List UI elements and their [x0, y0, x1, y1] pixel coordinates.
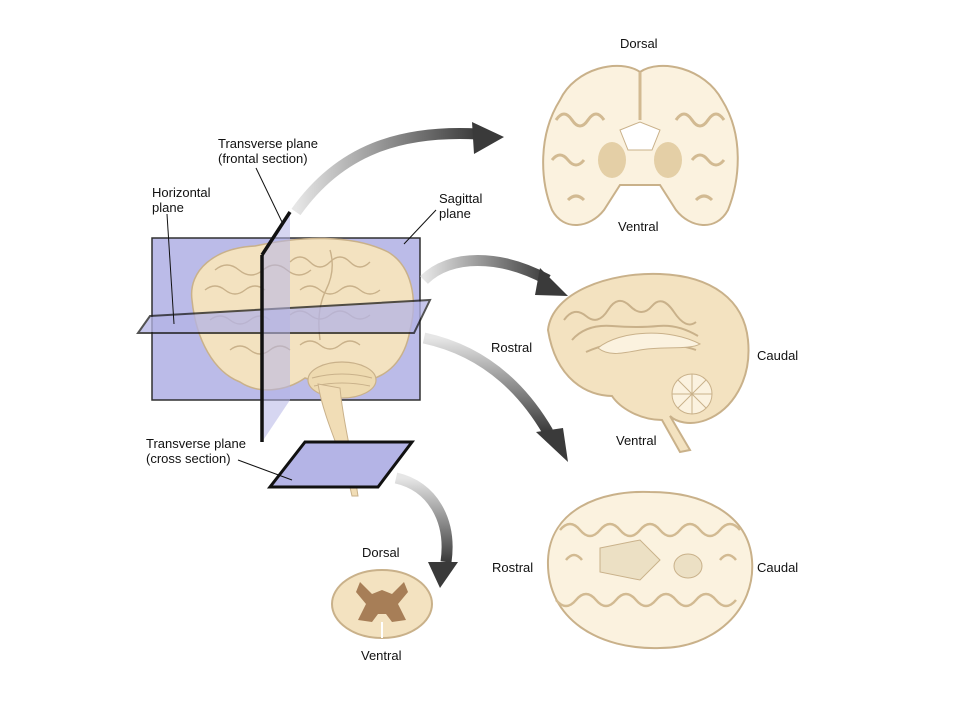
brain-planes-group — [136, 167, 437, 497]
gray-matter-butterfly — [356, 582, 408, 622]
arrow-to-spinal — [394, 472, 458, 588]
sagittal-ventral-label: Ventral — [616, 433, 657, 448]
label-transverse-cross-1: Transverse plane — [146, 436, 246, 451]
coronal-dorsal-label: Dorsal — [620, 36, 658, 51]
label-sagittal-1: Sagittal — [439, 191, 483, 206]
leader-sagittal — [403, 209, 437, 245]
label-horizontal-1: Horizontal — [152, 185, 211, 200]
label-transverse-frontal-2: (frontal section) — [218, 151, 308, 166]
transverse-frontal-plane — [262, 212, 290, 442]
sagittal-section — [546, 272, 750, 454]
sagittal-caudal-label: Caudal — [757, 348, 799, 363]
cerebellum — [307, 361, 377, 399]
leader-transverse-cross — [237, 459, 293, 481]
label-sagittal-2: plane — [439, 206, 471, 221]
horizontal-section — [546, 490, 754, 650]
spinal-dorsal-label: Dorsal — [362, 545, 400, 560]
sagittal-rostral-label: Rostral — [491, 340, 533, 355]
coronal-section — [542, 64, 739, 226]
arrow-to-coronal — [291, 122, 504, 216]
transverse-frontal-edge-top — [260, 211, 292, 256]
leader-transverse-frontal — [255, 167, 283, 223]
arrow-to-sagittal — [420, 255, 568, 296]
label-transverse-frontal-1: Transverse plane — [218, 136, 318, 151]
label-horizontal-2: plane — [152, 200, 184, 215]
transverse-cross-plane — [266, 440, 416, 489]
label-transverse-cross-2: (cross section) — [146, 451, 231, 466]
spinal-cross-section — [331, 569, 433, 639]
coronal-ventral-label: Ventral — [618, 219, 659, 234]
horizontal-rostral-label: Rostral — [492, 560, 534, 575]
spinal-ventral-label: Ventral — [361, 648, 402, 663]
arrow-to-horizontal — [422, 332, 568, 462]
horizontal-caudal-label: Caudal — [757, 560, 799, 575]
leader-horizontal — [166, 213, 175, 325]
